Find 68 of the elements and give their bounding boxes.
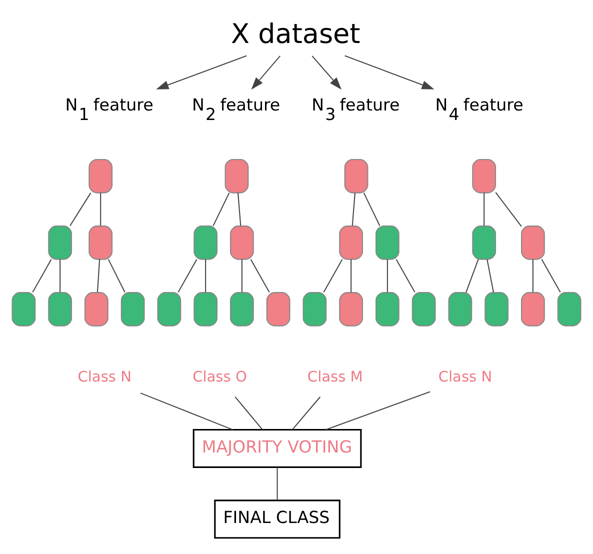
node-text: Class M — [307, 368, 363, 386]
connector — [486, 258, 494, 292]
connector — [241, 258, 242, 292]
connector — [108, 258, 126, 292]
node-box — [484, 292, 509, 326]
node-text: X dataset — [231, 18, 360, 50]
connector — [292, 396, 321, 430]
connector — [250, 258, 270, 292]
node-box — [520, 292, 545, 326]
connector — [352, 192, 356, 226]
connector — [350, 258, 352, 292]
connector — [100, 192, 102, 226]
connector — [237, 192, 242, 226]
node-box — [339, 292, 364, 326]
node-box — [412, 292, 436, 326]
connector — [60, 258, 61, 292]
node-box — [557, 292, 582, 326]
node-box — [48, 225, 72, 260]
node-box — [472, 158, 496, 193]
connector — [466, 258, 479, 292]
node-box — [339, 225, 364, 260]
node-box — [194, 225, 218, 260]
connector — [140, 392, 233, 430]
connector — [70, 192, 92, 226]
node-box — [448, 292, 472, 326]
node-box — [88, 225, 113, 260]
arrow — [156, 54, 247, 89]
arrow — [251, 55, 280, 90]
node-text: Class N — [78, 368, 132, 386]
connector — [495, 192, 522, 226]
connector — [276, 467, 278, 500]
connector — [212, 192, 230, 226]
connector — [326, 390, 430, 430]
node-box — [375, 292, 400, 326]
connector — [484, 192, 485, 226]
connector — [234, 396, 263, 430]
node-box — [520, 225, 545, 260]
arrow — [312, 55, 342, 90]
node-box: FINAL CLASS — [214, 499, 340, 538]
node-box — [194, 292, 218, 326]
node-box — [230, 225, 254, 260]
connector — [96, 258, 100, 292]
node-text: Class N — [438, 368, 492, 386]
connector — [363, 192, 380, 226]
arrow — [344, 54, 434, 89]
node-box: MAJORITY VOTING — [192, 428, 362, 468]
connector — [396, 258, 416, 292]
node-box — [375, 225, 400, 260]
node-box — [48, 292, 72, 326]
node-box — [224, 158, 249, 193]
node-box — [266, 292, 290, 326]
connector — [532, 258, 534, 292]
node-box — [302, 292, 327, 326]
connector — [386, 258, 388, 292]
connector — [541, 258, 561, 292]
node-box — [12, 292, 36, 326]
node-box — [472, 225, 496, 260]
connector — [178, 258, 198, 292]
connector — [323, 258, 343, 292]
node-box — [84, 292, 108, 326]
node-box — [344, 158, 368, 193]
connector — [32, 258, 52, 292]
node-box — [157, 292, 182, 326]
node-box — [120, 292, 145, 326]
node-text: Class O — [192, 368, 247, 386]
node-box — [88, 158, 113, 193]
node-box — [230, 292, 254, 326]
connector — [205, 258, 206, 292]
